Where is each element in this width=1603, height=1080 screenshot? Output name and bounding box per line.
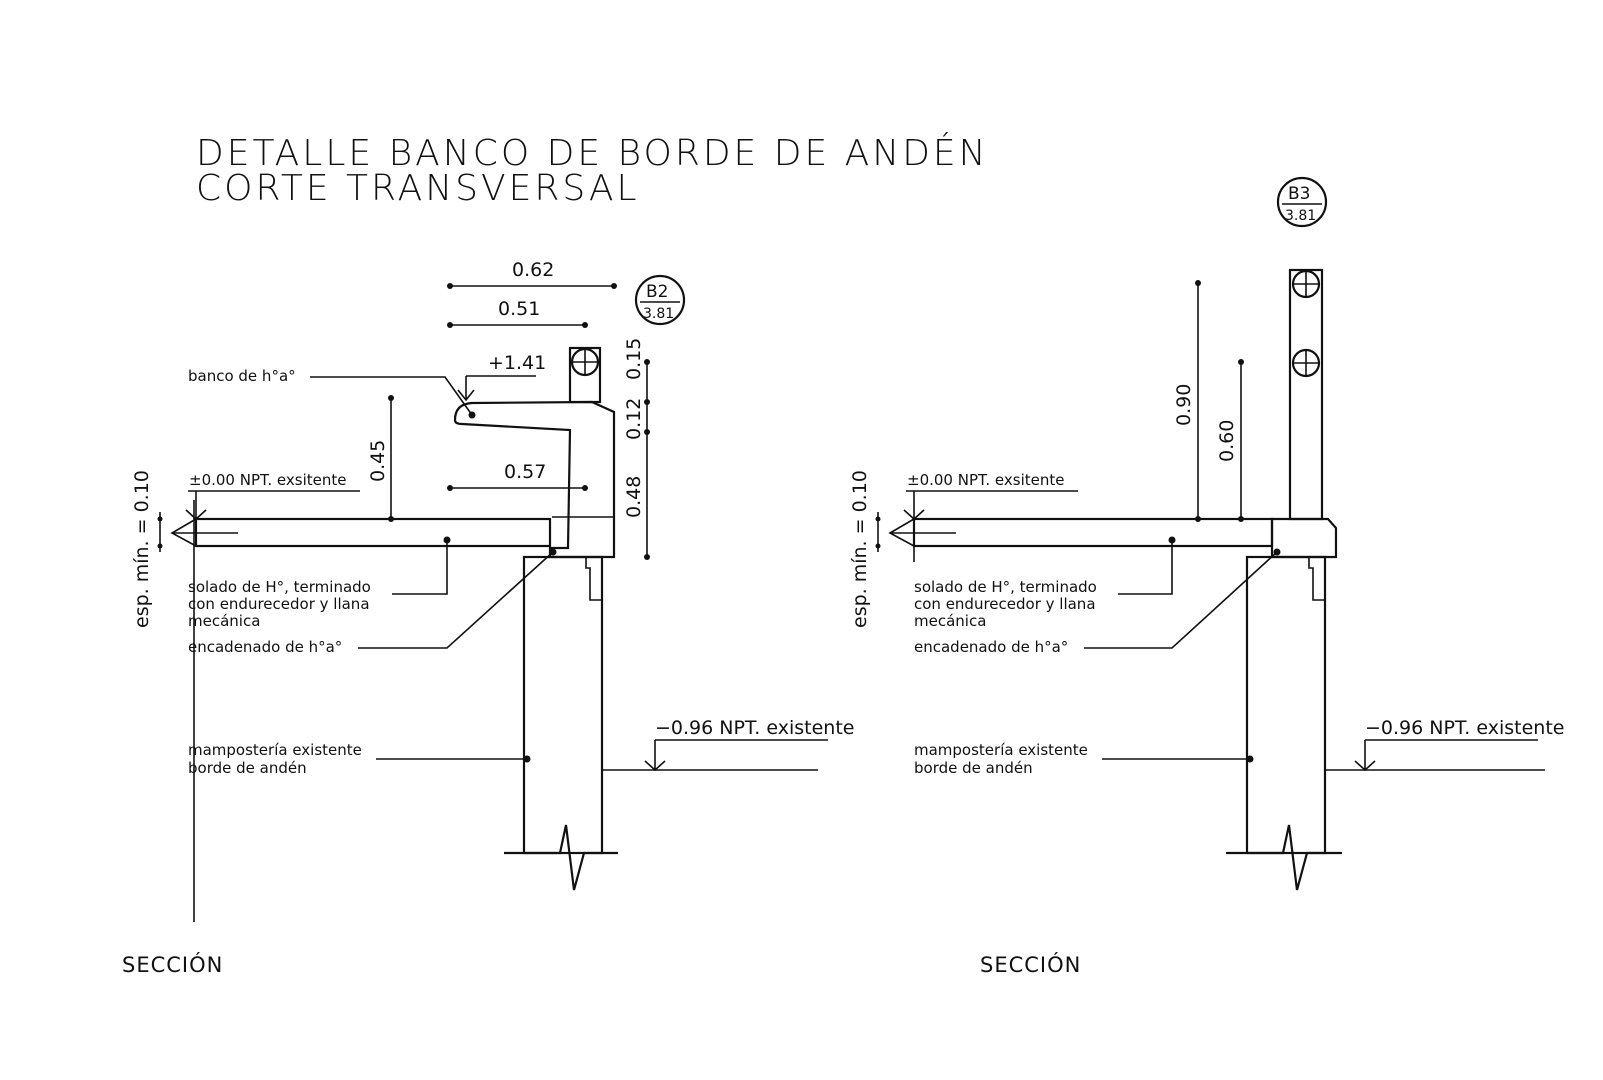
right-rail-post [1288, 268, 1324, 521]
right-label-solado-1: solado de H°, terminado [914, 578, 1097, 596]
left-section: 0.62 0.51 0.57 0.45 0.15 0.12 0.48 B2 3.… [122, 259, 854, 977]
left-label-solado-2: con endurecedor y llana [188, 595, 370, 613]
right-break-line [1226, 824, 1342, 891]
left-break-line [504, 824, 618, 891]
right-label-solado-2: con endurecedor y llana [914, 595, 1096, 613]
left-level-top: +1.41 [488, 352, 546, 374]
left-wall-step [585, 557, 602, 601]
right-caption: SECCIÓN [980, 952, 1081, 977]
left-dim-012: 0.12 [623, 398, 645, 440]
left-esp-min: esp. mín. = 0.10 [131, 470, 153, 628]
right-ref-bottom: 3.81 [1285, 208, 1316, 224]
left-dim-015: 0.15 [623, 338, 645, 380]
left-label-mamposteria-2: borde de andén [188, 759, 307, 777]
right-dim-060: 0.60 [1216, 420, 1238, 462]
right-level-bottom: −0.96 NPT. existente [1365, 717, 1564, 739]
right-label-mamposteria-2: borde de andén [914, 759, 1033, 777]
left-label-solado-3: mecánica [188, 612, 260, 630]
left-label-mamposteria-1: mampostería existente [188, 741, 362, 759]
right-dim-090: 0.90 [1173, 384, 1195, 426]
right-masonry-wall [1245, 555, 1327, 855]
left-ref-top: B2 [646, 282, 668, 302]
left-slab [194, 517, 552, 548]
drawing-subtitle: CORTE TRANSVERSAL [196, 168, 640, 209]
right-ref-bubble [1276, 176, 1328, 228]
left-dim-057: 0.57 [504, 461, 546, 483]
left-caption: SECCIÓN [122, 952, 223, 977]
right-label-mamposteria-1: mampostería existente [914, 741, 1088, 759]
left-label-solado-1: solado de H°, terminado [188, 578, 371, 596]
right-section: 0.90 0.60 B3 3.81 ±0.00 NPT. exsitente e… [849, 176, 1564, 977]
left-bench [453, 400, 616, 559]
left-dim-045: 0.45 [367, 440, 389, 482]
drawing-title: DETALLE BANCO DE BORDE DE ANDÉN [196, 132, 989, 174]
left-dim-062: 0.62 [512, 259, 554, 281]
right-ref-top: B3 [1288, 184, 1310, 204]
left-dim-051: 0.51 [498, 298, 540, 320]
left-level-zero: ±0.00 NPT. exsitente [189, 471, 346, 489]
right-label-solado-3: mecánica [914, 612, 986, 630]
left-level-bottom: −0.96 NPT. existente [655, 717, 854, 739]
right-slab [912, 517, 1274, 548]
left-label-banco: banco de h°a° [188, 367, 296, 385]
left-dim-048: 0.48 [623, 476, 645, 518]
left-masonry-wall [522, 555, 604, 855]
left-label-encadenado: encadenado de h°a° [188, 638, 342, 656]
left-ref-bottom: 3.81 [643, 306, 674, 322]
left-ref-bubble [634, 274, 686, 326]
right-label-encadenado: encadenado de h°a° [914, 638, 1068, 656]
right-esp-min: esp. mín. = 0.10 [849, 470, 871, 628]
right-curb [1270, 517, 1338, 559]
right-level-zero: ±0.00 NPT. exsitente [907, 471, 1064, 489]
